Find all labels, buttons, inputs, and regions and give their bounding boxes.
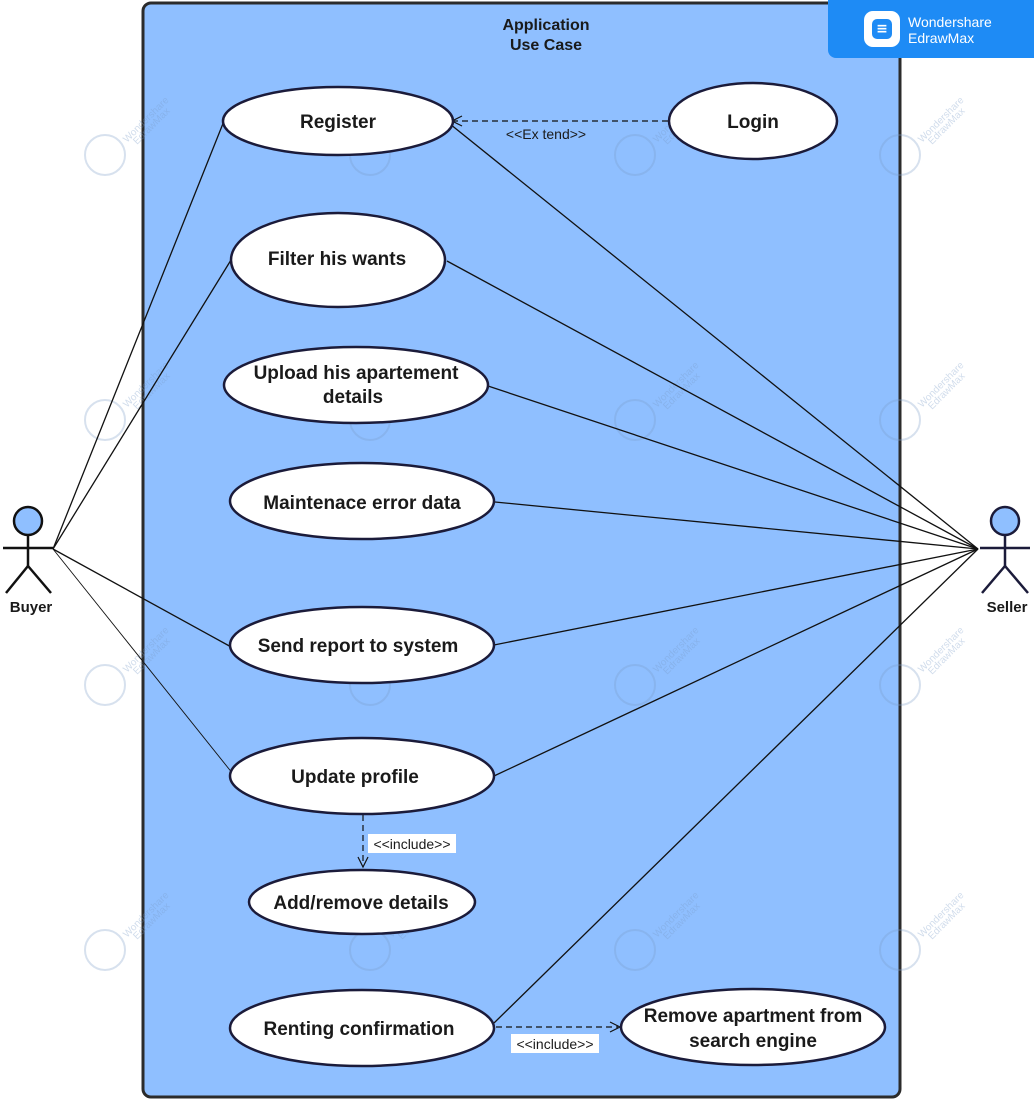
include-profile-label-bg bbox=[368, 834, 456, 853]
brand-line2: EdrawMax bbox=[908, 30, 975, 46]
edrawmax-logo-icon: ≡ bbox=[864, 11, 900, 47]
buyer-associations bbox=[52, 120, 234, 775]
edrawmax-logo-mark: ≡ bbox=[872, 19, 892, 39]
system-title-line1: Application bbox=[502, 17, 589, 34]
actor-buyer-leg-right bbox=[27, 565, 52, 594]
usecase-filter[interactable] bbox=[229, 211, 447, 309]
system-title-line2: Use Case bbox=[510, 37, 582, 54]
watermark-logo-icon bbox=[84, 664, 126, 706]
assoc-buyer-register bbox=[52, 120, 225, 550]
watermark-logo-icon bbox=[879, 929, 921, 971]
use-cases bbox=[221, 81, 887, 1068]
watermark-logo-icon bbox=[614, 399, 656, 441]
usecase-send-report[interactable] bbox=[228, 605, 496, 685]
usecase-upload[interactable] bbox=[222, 345, 490, 425]
assoc-seller-send-report bbox=[493, 548, 979, 646]
actor-seller-leg-right bbox=[1004, 565, 1029, 594]
usecase-login-label: Login bbox=[727, 112, 779, 133]
watermark-logo-icon bbox=[879, 664, 921, 706]
brand-text: Wondershare EdrawMax bbox=[908, 14, 992, 46]
assoc-buyer-filter bbox=[52, 259, 232, 550]
usecase-register[interactable] bbox=[221, 85, 455, 157]
assoc-seller-maintenance bbox=[494, 501, 979, 550]
usecase-maintenance[interactable] bbox=[228, 461, 496, 541]
actor-seller[interactable] bbox=[980, 505, 1030, 594]
include-profile-label: <<include>> bbox=[373, 836, 450, 852]
actor-seller-label: Seller bbox=[987, 599, 1028, 616]
dependency-lines bbox=[362, 120, 668, 1028]
usecase-add-remove[interactable] bbox=[247, 868, 477, 936]
seller-associations bbox=[446, 123, 979, 1024]
usecase-update-profile-label: Update profile bbox=[291, 767, 419, 788]
assoc-seller-update-profile bbox=[493, 548, 979, 777]
usecase-upload-label-line1: Upload his apartement bbox=[254, 363, 459, 384]
usecase-remove-apartment-label-line1: Remove apartment from bbox=[644, 1006, 863, 1027]
usecase-add-remove-label: Add/remove details bbox=[273, 893, 448, 914]
assoc-seller-register bbox=[449, 123, 979, 550]
watermark-logo-icon bbox=[84, 929, 126, 971]
actor-seller-head bbox=[989, 505, 1021, 537]
actor-buyer-label: Buyer bbox=[10, 599, 53, 616]
usecase-register-label: Register bbox=[300, 112, 377, 133]
usecase-remove-apartment[interactable] bbox=[619, 987, 887, 1067]
usecase-send-report-label: Send report to system bbox=[258, 636, 459, 657]
usecase-filter-label: Filter his wants bbox=[268, 249, 406, 270]
assoc-seller-upload bbox=[487, 385, 979, 550]
watermark-logo-icon bbox=[879, 134, 921, 176]
assoc-buyer-update-profile bbox=[52, 548, 234, 775]
assoc-buyer-send-report bbox=[52, 548, 234, 649]
usecase-update-profile[interactable] bbox=[228, 736, 496, 816]
system-boundary bbox=[141, 1, 902, 1099]
actor-buyer[interactable] bbox=[3, 505, 53, 594]
include-profile-arrowhead bbox=[357, 856, 369, 869]
watermark-logo-icon bbox=[614, 664, 656, 706]
assoc-seller-renting bbox=[493, 548, 979, 1024]
watermark-logo-icon bbox=[879, 399, 921, 441]
actor-seller-leg-left bbox=[981, 565, 1006, 594]
assoc-seller-filter bbox=[446, 260, 979, 550]
watermark-logo-icon bbox=[614, 134, 656, 176]
watermark-logo-icon bbox=[84, 134, 126, 176]
usecase-renting[interactable] bbox=[228, 988, 496, 1068]
extend-label: <<Ex tend>> bbox=[506, 126, 586, 142]
include-renting-label-bg bbox=[511, 1034, 599, 1053]
brand-badge[interactable]: ≡ Wondershare EdrawMax bbox=[828, 0, 1034, 58]
usecase-renting-label: Renting confirmation bbox=[263, 1019, 454, 1040]
watermark-logo-icon bbox=[84, 399, 126, 441]
brand-line1: Wondershare bbox=[908, 14, 992, 30]
usecase-upload-label-line2: details bbox=[323, 387, 383, 408]
usecase-maintenance-label: Maintenace error data bbox=[263, 493, 461, 514]
actor-buyer-leg-left bbox=[5, 565, 29, 594]
usecase-login[interactable] bbox=[667, 81, 839, 161]
usecase-remove-apartment-label-line2: search engine bbox=[689, 1031, 817, 1052]
watermark-logo-icon bbox=[614, 929, 656, 971]
include-renting-label: <<include>> bbox=[516, 1036, 593, 1052]
actor-buyer-head bbox=[12, 505, 44, 537]
